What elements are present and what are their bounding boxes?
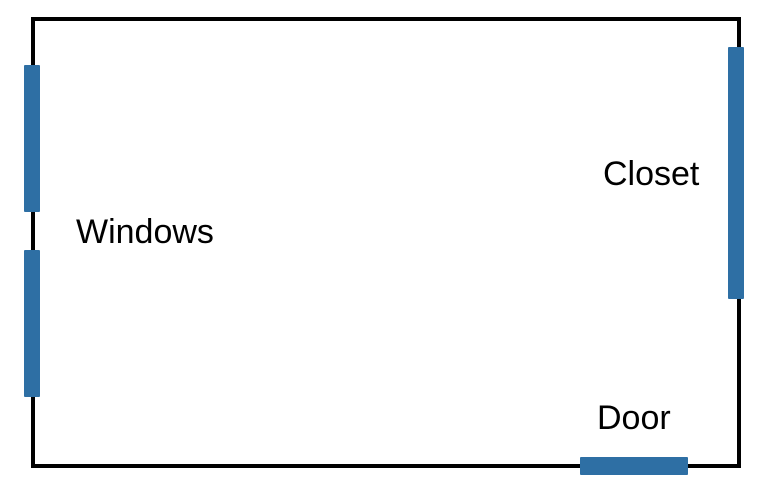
window-lower	[24, 250, 40, 397]
window-upper	[24, 65, 40, 212]
door-marker	[580, 457, 688, 475]
closet-marker	[728, 47, 744, 299]
closet-label: Closet	[603, 155, 700, 193]
windows-label: Windows	[76, 213, 214, 251]
door-label: Door	[597, 399, 671, 437]
